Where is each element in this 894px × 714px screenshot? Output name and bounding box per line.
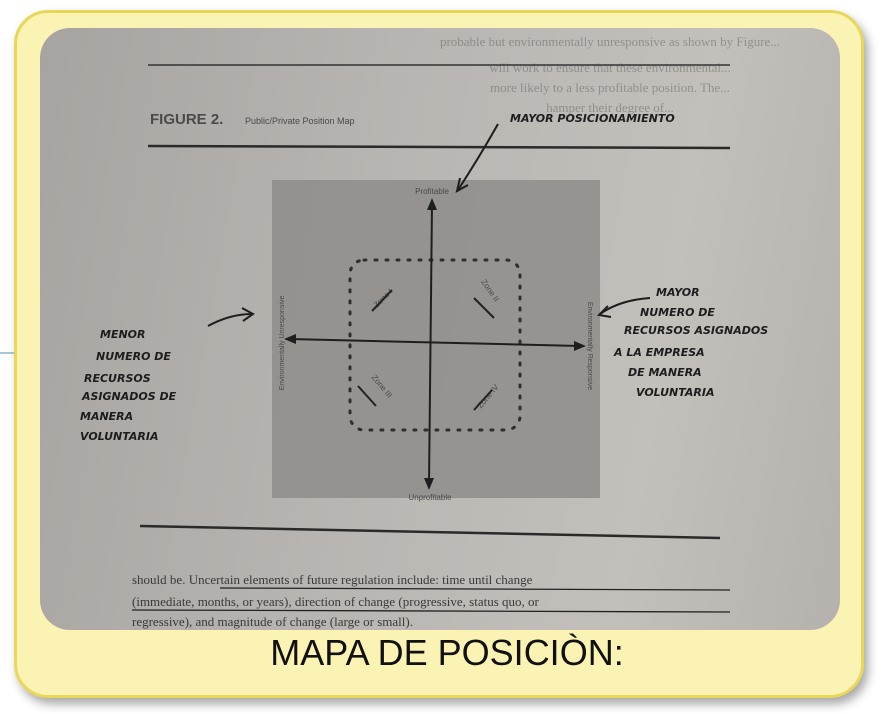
handwritten-arrow-right-head (596, 305, 612, 318)
book-bottom-line-1: should be. Uncertain elements of future … (132, 572, 533, 587)
underline-2 (131, 609, 731, 613)
note-right-line-4: A LA EMPRESA (613, 346, 705, 359)
note-left-line-1: MENOR (100, 328, 146, 341)
book-top-line-4: hamper their degree of... (546, 100, 674, 115)
book-bottom-line-3: regressive), and magnitude of change (la… (132, 614, 413, 629)
handwritten-arrow-top (457, 123, 499, 191)
book-bottom-text: should be. Uncertain elements of future … (132, 572, 540, 629)
note-left-line-2: NUMERO DE (96, 350, 171, 363)
handwritten-arrow-left-head (241, 307, 255, 322)
zone-3-mark (357, 385, 377, 407)
note-left-line-4: ASIGNADOS DE (81, 390, 177, 403)
book-top-line-3: more likely to a less profitable positio… (490, 80, 730, 95)
axis-label-top: Profitable (415, 187, 449, 196)
note-right-line-3: RECURSOS ASIGNADOS (624, 324, 768, 337)
note-left-line-6: VOLUNTARIA (80, 430, 158, 443)
note-right-line-2: NUMERO DE (640, 306, 715, 319)
note-left-line-3: RECURSOS (84, 372, 151, 385)
axis-arrow-down (424, 478, 434, 490)
zone-1-mark (371, 289, 393, 312)
note-right: MAYOR NUMERO DE RECURSOS ASIGNADOS A LA … (613, 286, 768, 399)
zones-boundary (348, 258, 522, 432)
axis-arrow-up (427, 198, 437, 210)
rule-bottom (139, 524, 721, 540)
rule-under-title (147, 144, 731, 150)
book-top-line-1: probable but environmentally unresponsiv… (440, 34, 780, 49)
figure-label: FIGURE 2. (150, 111, 223, 128)
axis-label-right: Environmentally Responsive (586, 302, 593, 390)
book-top-text: probable but environmentally unresponsiv… (440, 34, 780, 115)
zone-2-mark (473, 297, 495, 319)
axis-label-left: Environmentally Unresponsive (279, 296, 286, 391)
note-left-line-5: MANERA (80, 410, 133, 423)
axis-label-bottom: Unprofitable (408, 493, 452, 502)
note-left: MENOR NUMERO DE RECURSOS ASIGNADOS DE MA… (80, 328, 177, 443)
vertical-axis (428, 203, 433, 485)
note-right-line-6: VOLUNTARIA (636, 386, 714, 399)
zone-4-mark (473, 389, 493, 411)
book-page-photo: probable but environmentally unresponsiv… (40, 28, 840, 630)
note-right-line-1: MAYOR (656, 286, 700, 299)
underline-1 (219, 587, 731, 591)
note-right-line-5: DE MANERA (628, 366, 702, 379)
handwritten-arrow-left (207, 313, 253, 327)
slide-caption: MAPA DE POSICIÒN: (270, 632, 624, 673)
note-top: MAYOR POSICIONAMIENTO (510, 112, 675, 125)
book-bottom-line-2: (immediate, months, or years), direction… (132, 594, 540, 609)
figure-title: Public/Private Position Map (245, 116, 355, 126)
book-top-line-2: will work to ensure that these environme… (489, 60, 731, 75)
horizontal-axis (289, 338, 581, 347)
axis-arrow-right (574, 341, 586, 351)
handwritten-arrow-top-head (455, 177, 469, 193)
axis-arrow-left (284, 334, 296, 344)
